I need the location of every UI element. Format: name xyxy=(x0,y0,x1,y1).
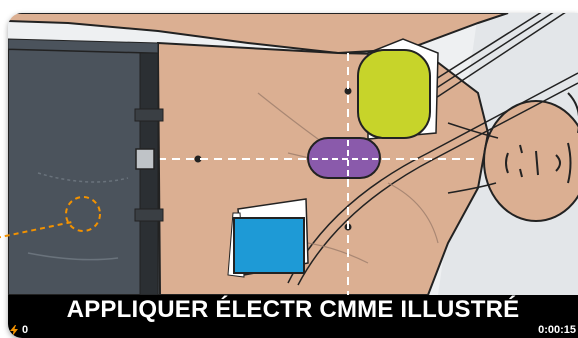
callout-target-circle xyxy=(65,196,101,232)
lightning-bolt-icon xyxy=(10,324,18,336)
heart-marker xyxy=(307,137,381,179)
elapsed-timer: 0:00:15 xyxy=(538,324,576,336)
navel xyxy=(194,155,202,163)
belt-buckle xyxy=(135,148,155,170)
electrode-pad-upper xyxy=(357,38,439,140)
nipple xyxy=(344,87,352,95)
pants xyxy=(8,47,162,295)
instruction-prompt: APPLIQUER ÉLECTR CMME ILLUSTRÉ xyxy=(8,295,578,323)
aed-screen: APPLIQUER ÉLECTR CMME ILLUSTRÉ 0 0:00:15 xyxy=(8,13,578,338)
shock-count: 0 xyxy=(22,324,29,336)
head xyxy=(483,100,578,222)
electrode-placement-illustration xyxy=(8,13,578,295)
status-bar: 0 0:00:15 xyxy=(8,323,578,338)
electrode-pad-lower xyxy=(227,198,309,278)
belt xyxy=(139,52,159,295)
shock-counter: 0 xyxy=(10,324,28,336)
